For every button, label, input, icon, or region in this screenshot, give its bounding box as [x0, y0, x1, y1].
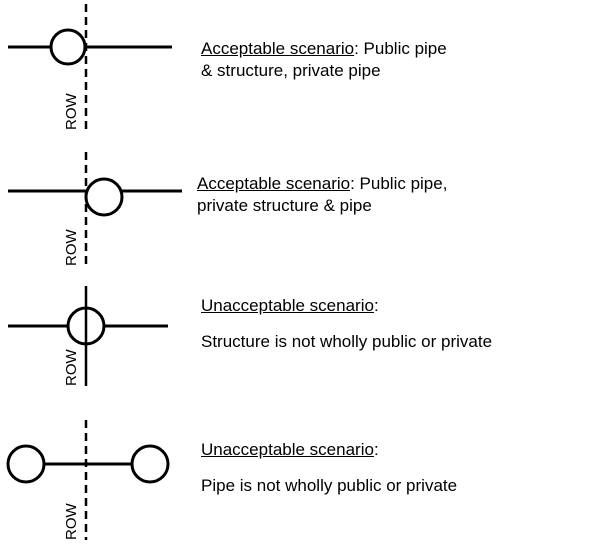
structure-b	[84, 177, 124, 217]
row-label-b: ROW	[63, 229, 80, 267]
scenario-a-line2: & structure, private pipe	[201, 61, 381, 80]
scenario-c-title: Unacceptable scenario	[201, 296, 374, 315]
scenario-c-line1: Unacceptable scenario:	[201, 295, 492, 317]
structure-d-left	[6, 444, 46, 484]
scenario-a-title: Acceptable scenario	[201, 39, 355, 58]
scenario-c-caption: Unacceptable scenario: Structure is not …	[201, 295, 492, 353]
scenario-c-colon: :	[373, 296, 379, 315]
scenario-b-drawing: ROW	[8, 152, 182, 268]
scenario-a-colon: :	[354, 39, 359, 58]
scenario-c-line2: Structure is not wholly public or privat…	[201, 332, 493, 351]
row-label-d: ROW	[63, 503, 80, 541]
scenario-b-colon: :	[350, 174, 355, 193]
scenario-a-drawing: ROW	[8, 4, 172, 130]
scenario-d-drawing: ROW	[6, 420, 170, 541]
row-label-c: ROW	[63, 349, 80, 387]
scenario-a-line1-rest: Public pipe	[358, 39, 447, 58]
scenario-b-title: Acceptable scenario	[197, 174, 351, 193]
scenario-a-line1: Acceptable scenario: Public pipe	[201, 38, 447, 60]
scenario-b-line1-rest: Public pipe,	[354, 174, 448, 193]
scenario-d-line2: Pipe is not wholly public or private	[201, 476, 458, 495]
scenario-d-colon: :	[373, 440, 379, 459]
structure-a	[49, 28, 87, 66]
row-label-a: ROW	[63, 93, 80, 131]
scenario-c-drawing: ROW	[8, 286, 168, 386]
scenario-d-line1: Unacceptable scenario:	[201, 439, 457, 461]
scenario-d-title: Unacceptable scenario	[201, 440, 374, 459]
scenario-b-line1: Acceptable scenario: Public pipe,	[197, 173, 447, 195]
scenario-b-line2: private structure & pipe	[197, 196, 372, 215]
scenario-b-caption: Acceptable scenario: Public pipe, privat…	[197, 173, 447, 217]
scenario-a-caption: Acceptable scenario: Public pipe & struc…	[201, 38, 447, 82]
scenario-d-caption: Unacceptable scenario: Pipe is not wholl…	[201, 439, 457, 497]
structure-d-right	[130, 444, 170, 484]
